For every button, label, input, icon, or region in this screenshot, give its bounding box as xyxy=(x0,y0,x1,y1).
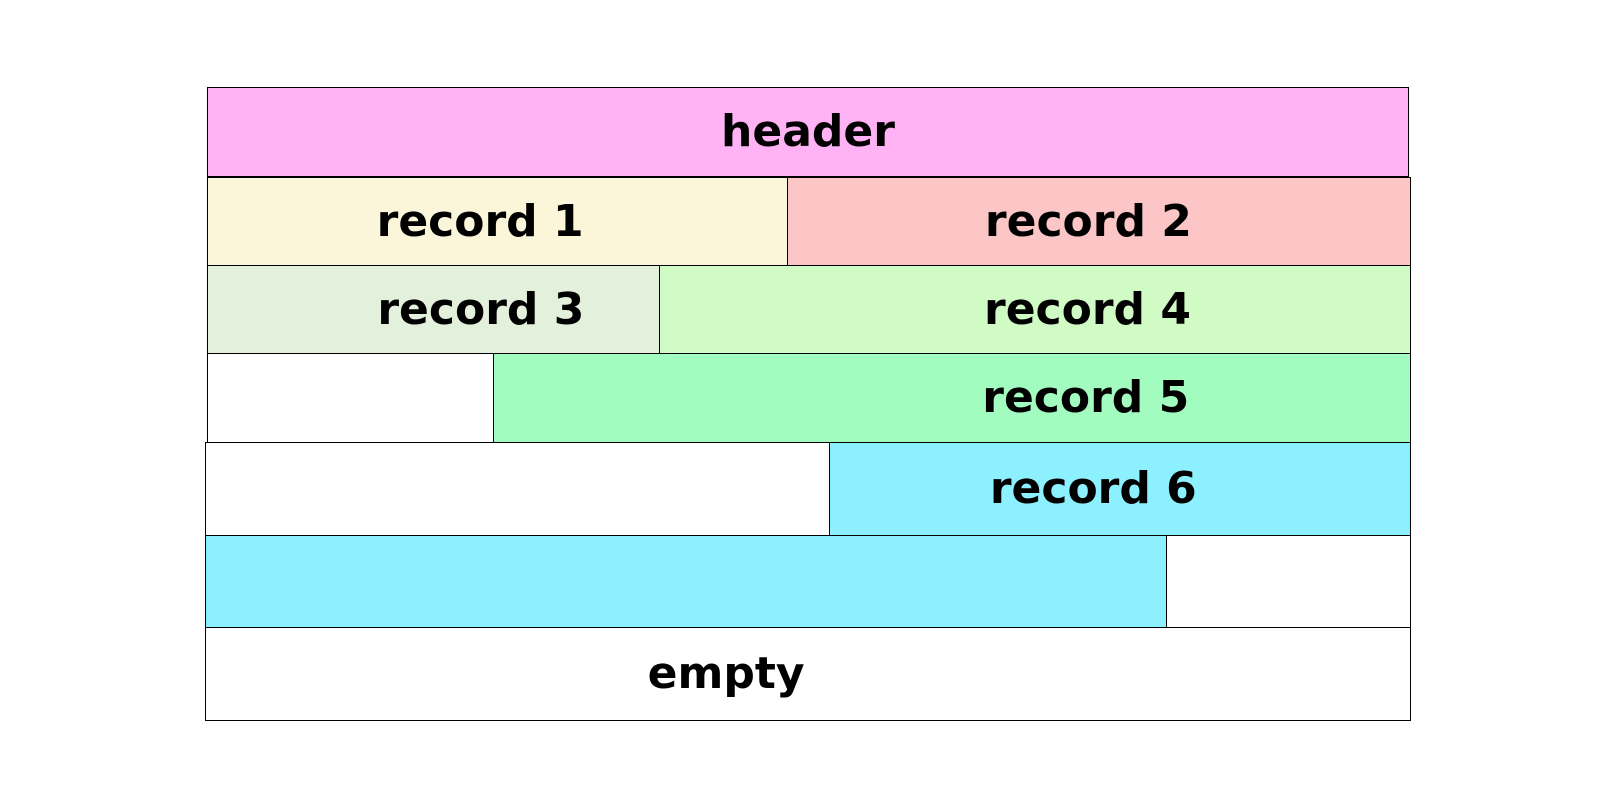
record-1-label: record 1 xyxy=(376,195,584,247)
empty-label: empty xyxy=(647,648,805,699)
record-6-block: record 6 xyxy=(829,442,1411,536)
record-1-block: record 1 xyxy=(207,177,788,266)
record-3-block: record 3 xyxy=(207,265,660,354)
free-block xyxy=(207,353,494,443)
record-6-continuation-block xyxy=(205,535,1167,628)
empty-block: empty xyxy=(205,627,1411,721)
record-2-block: record 2 xyxy=(787,177,1411,266)
record-5-block: record 5 xyxy=(493,353,1411,443)
header-label: header xyxy=(721,106,895,157)
record-4-label: record 4 xyxy=(984,283,1191,335)
free-block xyxy=(1166,535,1411,628)
record-6-label: record 6 xyxy=(989,463,1197,514)
record-5-label: record 5 xyxy=(982,372,1190,423)
header-block: header xyxy=(207,87,1409,177)
record-4-block: record 4 xyxy=(659,265,1411,354)
record-2-label: record 2 xyxy=(984,195,1192,247)
record-3-label: record 3 xyxy=(377,283,585,335)
free-block xyxy=(205,442,830,536)
